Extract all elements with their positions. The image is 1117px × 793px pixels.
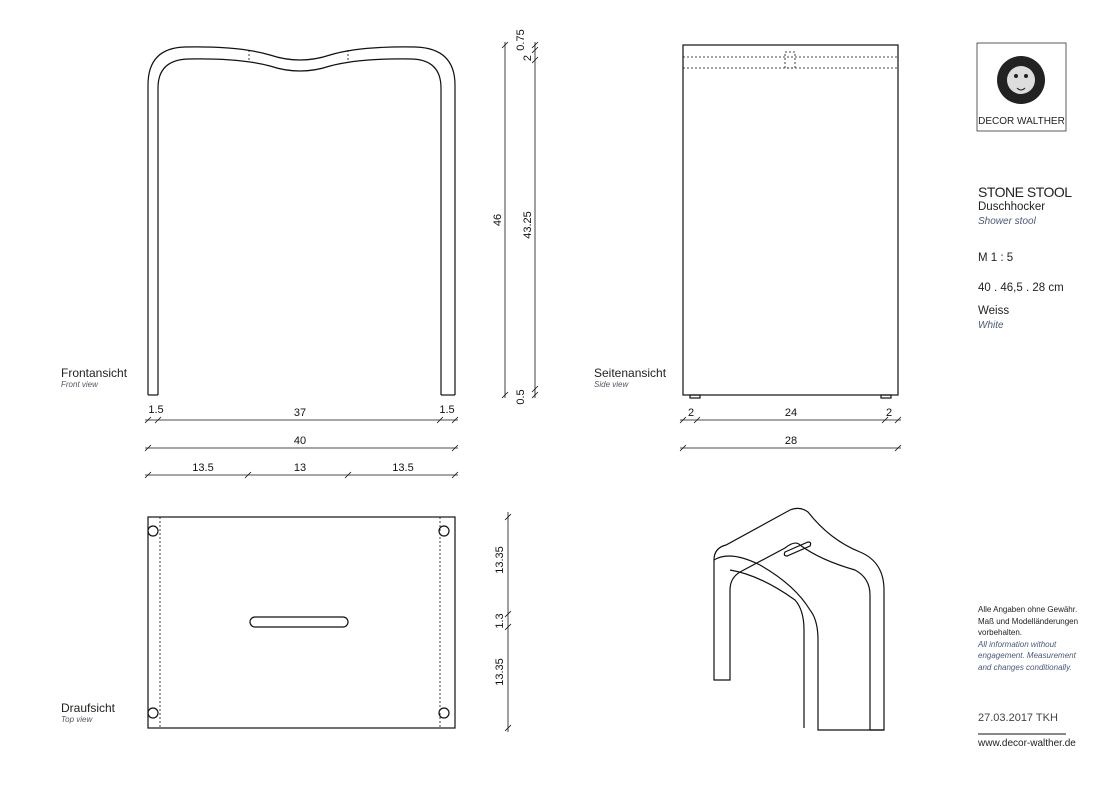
dim-top-2: 2 <box>522 55 534 61</box>
top-view-drawing <box>147 516 456 729</box>
dim-top-view-1: 13.35 <box>494 546 506 574</box>
dim-front-inner: 37 <box>294 407 306 419</box>
color-en: White <box>978 320 1004 331</box>
dim-side-inner: 24 <box>785 407 797 419</box>
dim-top-view-2: 1.3 <box>494 613 506 628</box>
product-name-en: Shower stool <box>978 216 1036 227</box>
date-author: 27.03.2017 TKH <box>978 712 1058 724</box>
dim-front-total: 40 <box>294 435 306 447</box>
dim-side-right: 2 <box>886 407 892 419</box>
dim-top-view-3: 13.35 <box>494 658 506 686</box>
website-link[interactable]: www.decor-walther.de <box>978 738 1076 749</box>
dim-side-total: 28 <box>785 435 797 447</box>
disclaimer: Alle Angaben ohne Gewähr. Maß und Modell… <box>978 604 1088 673</box>
front-view-label: Frontansicht <box>61 366 128 380</box>
brand-logo-text: DECOR WALTHER <box>978 116 1065 127</box>
dim-front-right: 1.5 <box>439 404 454 416</box>
top-view-label: Draufsicht <box>61 701 116 715</box>
dim-height-inner: 43.25 <box>522 211 534 239</box>
dim-third-3: 13.5 <box>392 462 413 474</box>
dim-height-total: 46 <box>492 214 504 226</box>
perspective-view-drawing <box>713 507 885 731</box>
dim-top-075: 0.75 <box>515 29 527 50</box>
scale: M 1 : 5 <box>978 252 1014 264</box>
dim-bottom-05: 0.5 <box>515 389 527 404</box>
disclaimer-en-3: and changes conditionally. <box>978 662 1072 672</box>
brand-logo <box>976 42 1067 132</box>
product-name-de: Duschhocker <box>978 201 1046 213</box>
disclaimer-en-1: All information without <box>978 639 1057 649</box>
top-view-sublabel: Top view <box>61 715 93 724</box>
dim-front-left: 1.5 <box>148 404 163 416</box>
side-view-label: Seitenansicht <box>594 366 667 380</box>
front-view-drawing <box>147 46 456 396</box>
product-name: STONE STOOL <box>978 184 1072 200</box>
disclaimer-de-3: vorbehalten. <box>978 628 1023 637</box>
dimensions: 40 . 46,5 . 28 cm <box>978 282 1064 294</box>
dim-side-left: 2 <box>688 407 694 419</box>
dim-third-2: 13 <box>294 462 306 474</box>
front-view-sublabel: Front view <box>61 380 98 389</box>
color-de: Weiss <box>978 305 1010 317</box>
disclaimer-de-1: Alle Angaben ohne Gewähr. <box>978 605 1078 614</box>
disclaimer-en-2: engagement. Measurement <box>978 651 1076 660</box>
side-view-sublabel: Side view <box>594 380 629 389</box>
dimension-lines <box>144 41 902 732</box>
dim-third-1: 13.5 <box>192 462 213 474</box>
disclaimer-de-2: Maß und Modelländerungen <box>978 616 1079 626</box>
side-view-drawing <box>682 44 899 399</box>
